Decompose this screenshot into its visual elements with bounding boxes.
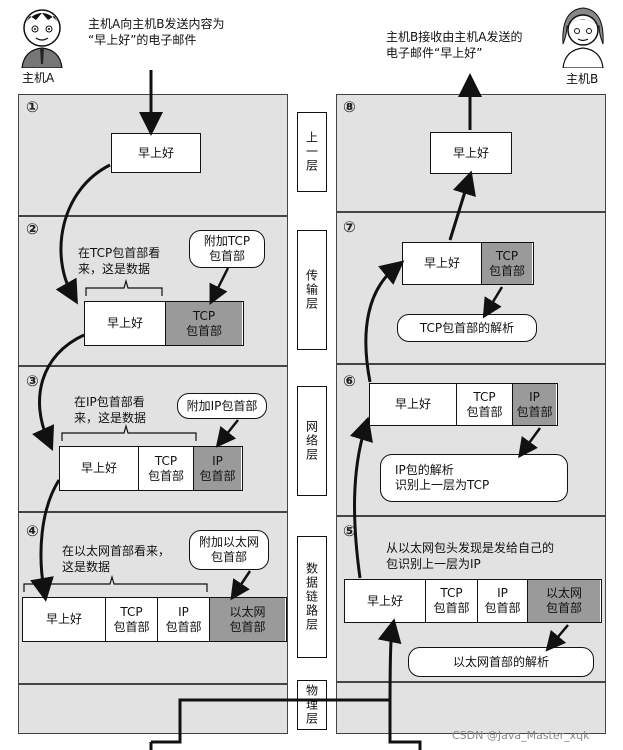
bubble-add-ip: 附加IP包首部 bbox=[177, 393, 267, 419]
tcp-header-cell: TCP 包首部 bbox=[138, 447, 193, 490]
step-8: ⑧ bbox=[343, 98, 356, 116]
data-box-b8: 早上好 bbox=[430, 132, 512, 174]
host-b-figure bbox=[555, 4, 611, 69]
note-a4: 在以太网首部看来， 这是数据 bbox=[62, 544, 171, 574]
ethernet-header-cell: 以太网 包首部 bbox=[209, 598, 285, 641]
ethernet-header-cell: 以太网 包首部 bbox=[527, 580, 600, 622]
packet-data-cell: 早上好 bbox=[106, 316, 143, 330]
packet-data-cell: 早上好 bbox=[80, 461, 117, 475]
note-a3: 在IP包首部看 来，这是数据 bbox=[74, 395, 147, 425]
packet-data-cell: 早上好 bbox=[45, 612, 82, 626]
tcp-header-cell: TCP 包首部 bbox=[165, 302, 242, 345]
tcp-header-cell: TCP 包首部 bbox=[456, 384, 512, 425]
tcp-header-cell: TCP 包首部 bbox=[105, 598, 157, 641]
watermark: CSDN @Java_Master_xqk bbox=[452, 729, 590, 742]
host-a-name: 主机A bbox=[22, 71, 55, 85]
step-4: ④ bbox=[26, 522, 39, 540]
ip-header-cell: IP 包首部 bbox=[477, 580, 527, 622]
step-1: ① bbox=[26, 98, 39, 116]
host-a-figure bbox=[14, 4, 70, 69]
bubble-ethernet-parse: 以太网首部的解析 bbox=[408, 647, 594, 677]
host-a-caption: 主机A向主机B发送内容为 “早上好”的电子邮件 bbox=[88, 17, 225, 47]
packet-b6: 早上好 TCP 包首部 IP 包首部 bbox=[369, 383, 558, 426]
ip-header-cell: IP 包首部 bbox=[512, 384, 556, 425]
step-7: ⑦ bbox=[343, 218, 356, 236]
layer-datalink: 数据链路层 bbox=[297, 536, 327, 658]
bubble-add-tcp: 附加TCP 包首部 bbox=[189, 230, 265, 268]
layer-physical: 物理层 bbox=[297, 680, 327, 730]
packet-a3: 早上好 TCP 包首部 IP 包首部 bbox=[59, 446, 243, 491]
packet-a2: 早上好 TCP 包首部 bbox=[84, 301, 244, 346]
host-b-name: 主机B bbox=[566, 72, 599, 86]
packet-data-cell: 早上好 bbox=[366, 593, 403, 608]
layer-transport: 传输层 bbox=[297, 230, 327, 350]
packet-data-cell: 早上好 bbox=[423, 256, 460, 270]
person-icon bbox=[21, 9, 63, 69]
host-b-caption: 主机B接收由主机A发送的 电子邮件“早上好” bbox=[386, 30, 523, 60]
packet-b5: 早上好 TCP 包首部 IP 包首部 以太网 包首部 bbox=[344, 579, 602, 623]
step-2: ② bbox=[26, 220, 39, 238]
person-icon bbox=[562, 7, 604, 69]
host-a-panel-physical bbox=[18, 684, 288, 734]
step-5: ⑤ bbox=[343, 522, 356, 540]
bubble-tcp-parse: TCP包首部的解析 bbox=[397, 314, 537, 342]
layer-network: 网络层 bbox=[297, 386, 327, 496]
tcp-header-cell: TCP 包首部 bbox=[481, 243, 532, 284]
ip-header-cell: IP 包首部 bbox=[193, 447, 241, 490]
layer-upper: 上一层 bbox=[297, 112, 327, 192]
ip-header-cell: IP 包首部 bbox=[157, 598, 209, 641]
host-b-panel-physical bbox=[336, 682, 606, 734]
step-6: ⑥ bbox=[343, 372, 356, 390]
note-a2: 在TCP包首部看 来，这是数据 bbox=[78, 246, 161, 276]
packet-a4: 早上好 TCP 包首部 IP 包首部 以太网 包首部 bbox=[22, 597, 287, 642]
packet-b7: 早上好 TCP 包首部 bbox=[402, 242, 534, 285]
note-b5: 从以太网包头发现是发给自己的 包识别上一层为IP bbox=[386, 541, 555, 571]
bubble-add-ethernet: 附加以太网 包首部 bbox=[189, 530, 269, 570]
bubble-ip-parse: IP包的解析 识别上一层为TCP bbox=[380, 454, 568, 502]
packet-data-cell: 早上好 bbox=[394, 397, 431, 411]
tcp-header-cell: TCP 包首部 bbox=[425, 580, 477, 622]
data-box-a1: 早上好 bbox=[111, 133, 201, 173]
step-3: ③ bbox=[26, 372, 39, 390]
